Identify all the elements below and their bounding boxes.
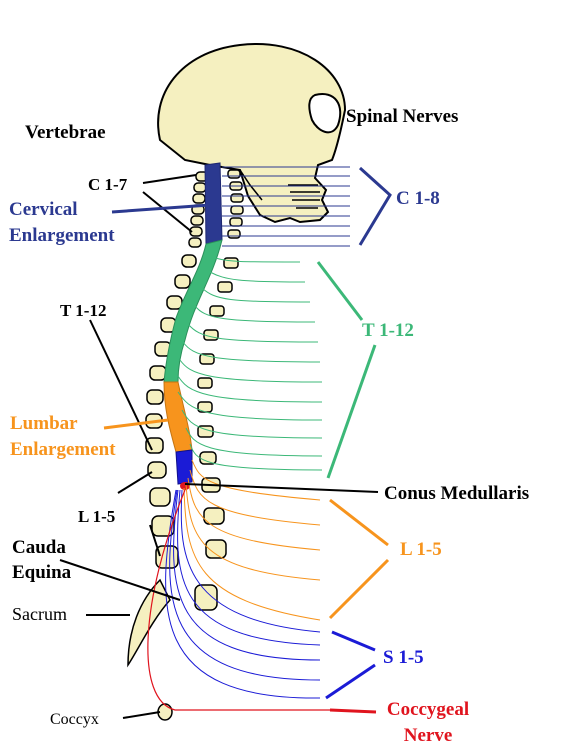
bracket-cervical bbox=[358, 166, 392, 246]
vertebrae-label: Vertebrae bbox=[25, 122, 106, 143]
bracket-lumbar bbox=[328, 498, 390, 620]
c18-label: C 1-8 bbox=[396, 188, 440, 209]
l15-right-label: L 1-5 bbox=[400, 539, 442, 560]
sacrum-label: Sacrum bbox=[12, 604, 67, 624]
lumbar-enlargement-label-line2: Enlargement bbox=[10, 439, 116, 460]
coccyx-label: Coccyx bbox=[50, 711, 99, 728]
cervical-nerves bbox=[222, 166, 350, 247]
bracket-thoracic bbox=[316, 261, 377, 479]
leader-cervical-enlargement bbox=[111, 203, 211, 214]
bracket-sacral bbox=[325, 630, 376, 700]
lumbar-nerves bbox=[183, 459, 321, 621]
coccygeal-nerve bbox=[147, 489, 330, 711]
sacral-nerves bbox=[165, 489, 321, 699]
cauda-equina-label-line2: Equina bbox=[12, 562, 72, 583]
leader-lines bbox=[59, 174, 379, 719]
t112-right-label: T 1-12 bbox=[362, 320, 414, 341]
spinal-cord bbox=[163, 162, 223, 490]
coccygeal-nerve-label-line1: Coccygeal bbox=[386, 699, 470, 720]
skull bbox=[157, 43, 347, 224]
t112-left-label: T 1-12 bbox=[60, 301, 107, 320]
bracket-coccygeal bbox=[329, 708, 377, 714]
spinal-nerves-label: Spinal Nerves bbox=[346, 106, 459, 127]
l15-left-label: L 1-5 bbox=[78, 507, 116, 526]
thoracic-nerves bbox=[177, 257, 323, 471]
leader-lumbar-enlargement bbox=[103, 418, 169, 430]
lumbar-enlargement-label-line1: Lumbar bbox=[10, 413, 78, 434]
coccygeal-nerve-label-line2: Nerve bbox=[403, 725, 453, 746]
cauda-equina-label-line1: Cauda bbox=[12, 537, 66, 558]
cervical-enlargement-label-line1: Cervical bbox=[9, 199, 78, 220]
c17-label: C 1-7 bbox=[88, 175, 128, 194]
s15-label: S 1-5 bbox=[383, 647, 424, 668]
conus-medullaris-label: Conus Medullaris bbox=[384, 483, 530, 504]
cervical-enlargement-label-line2: Enlargement bbox=[9, 225, 115, 246]
